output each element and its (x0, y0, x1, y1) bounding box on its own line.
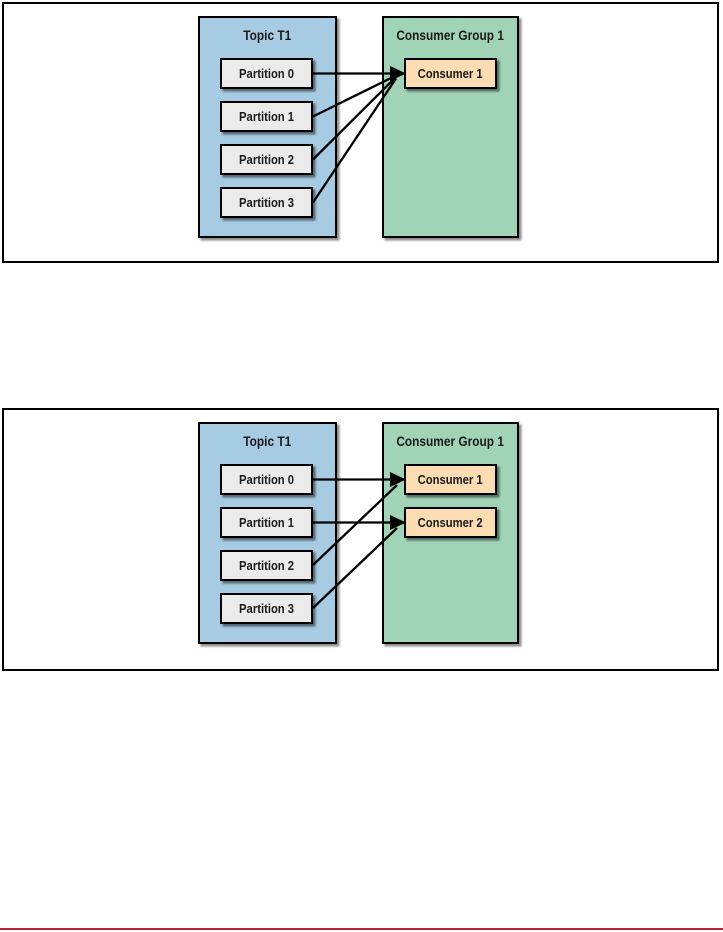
page-bottom-rule (0, 928, 723, 930)
partition-1-label: Partition 1 (238, 109, 295, 124)
partition-0-box: Partition 0 (220, 464, 313, 495)
partition-2-label: Partition 2 (238, 558, 295, 573)
assignment-arrows (312, 66, 406, 204)
partition-2-box: Partition 2 (220, 144, 313, 175)
partition-0-label: Partition 0 (238, 66, 295, 81)
partition-3-box: Partition 3 (220, 593, 313, 624)
topic-box: Topic T1 Partition 0 Partition 1 Partiti… (198, 422, 337, 644)
consumer-group-title-text: Consumer Group 1 (396, 434, 505, 449)
partition-0-box: Partition 0 (220, 58, 313, 89)
partition-3-label: Partition 3 (238, 195, 295, 210)
partition-1-box: Partition 1 (220, 101, 313, 132)
partition-0-label: Partition 0 (238, 472, 295, 487)
partition-3-box: Partition 3 (220, 187, 313, 218)
consumer-1-box: Consumer 1 (404, 464, 497, 495)
partition-2-box: Partition 2 (220, 550, 313, 581)
consumer-group-box: Consumer Group 1 Consumer 1 Consumer 2 (382, 422, 519, 644)
figure-two-consumers: Topic T1 Partition 0 Partition 1 Partiti… (2, 408, 719, 671)
consumer-group-title: Consumer Group 1 (384, 434, 517, 449)
consumer-1-box: Consumer 1 (404, 58, 497, 89)
topic-title-text: Topic T1 (243, 28, 292, 43)
consumer-2-label: Consumer 2 (417, 515, 484, 530)
consumer-group-box: Consumer Group 1 Consumer 1 (382, 16, 519, 238)
partition-1-label: Partition 1 (238, 515, 295, 530)
consumer-group-title: Consumer Group 1 (384, 28, 517, 43)
topic-title: Topic T1 (200, 434, 335, 449)
consumer-2-box: Consumer 2 (404, 507, 497, 538)
figure-one-consumer: Topic T1 Partition 0 Partition 1 Partiti… (2, 2, 719, 263)
partition-1-box: Partition 1 (220, 507, 313, 538)
consumer-group-title-text: Consumer Group 1 (396, 28, 505, 43)
partition-2-label: Partition 2 (238, 152, 295, 167)
partition-3-label: Partition 3 (238, 601, 295, 616)
topic-box: Topic T1 Partition 0 Partition 1 Partiti… (198, 16, 337, 238)
assignment-arrows (312, 472, 406, 609)
topic-title-text: Topic T1 (243, 434, 292, 449)
consumer-1-label: Consumer 1 (417, 66, 484, 81)
consumer-1-label: Consumer 1 (417, 472, 484, 487)
topic-title: Topic T1 (200, 28, 335, 43)
